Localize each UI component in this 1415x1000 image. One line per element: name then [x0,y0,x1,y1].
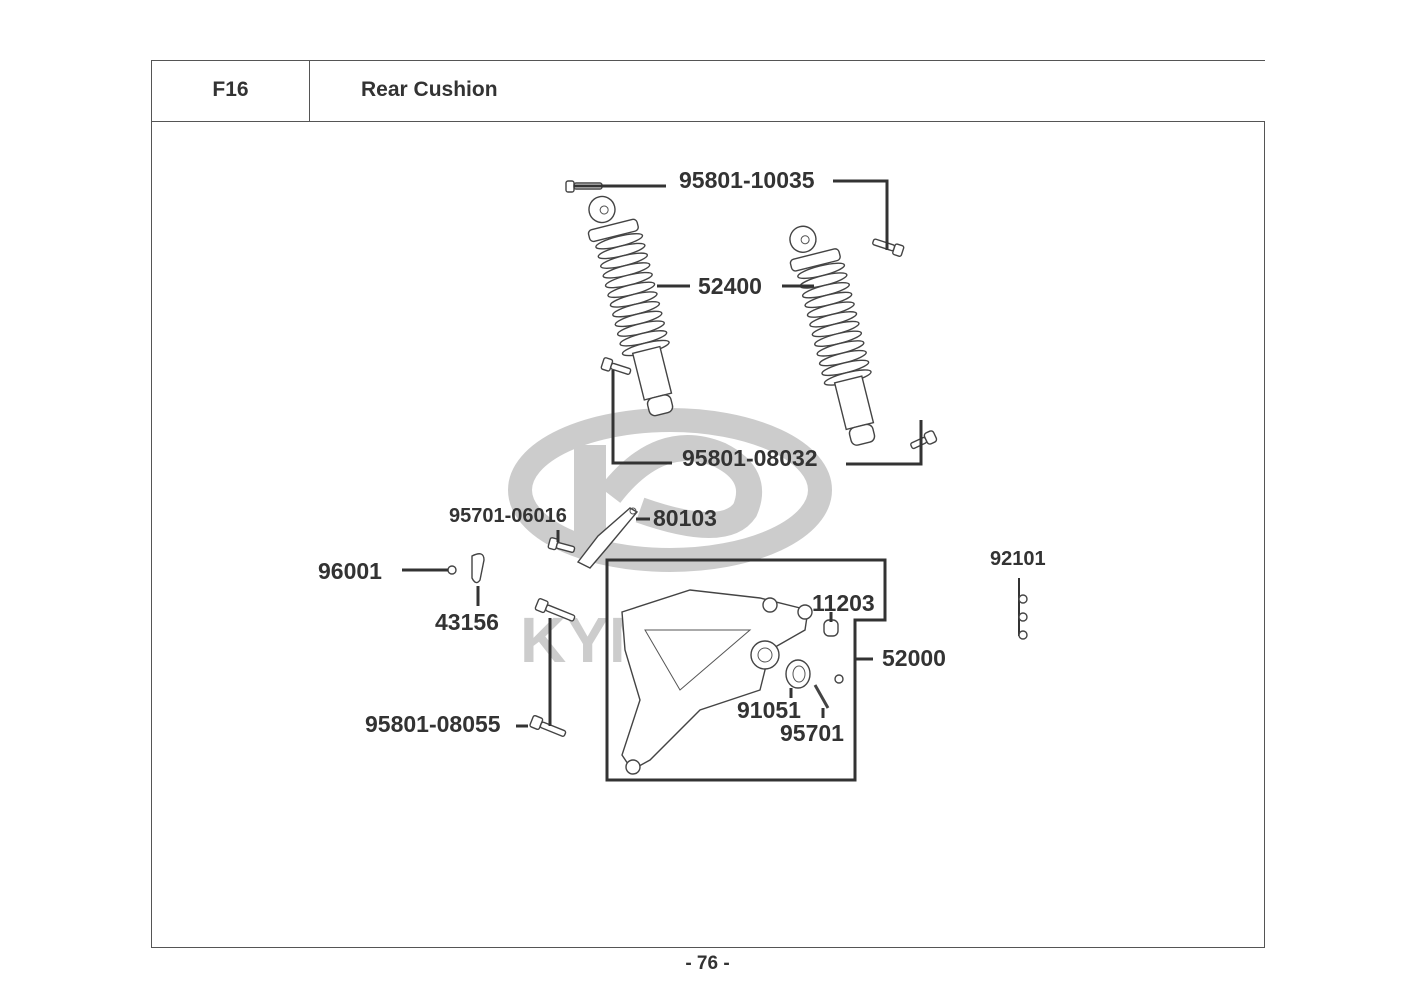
bracket-80103 [576,507,639,569]
shock-absorber-left-drawing [587,195,674,417]
part-label-92101: 92101 [990,548,1046,570]
part-label-95801-10035: 95801-10035 [679,167,815,193]
part-label-91051: 91051 [737,697,801,723]
bolt-95801-08032-right [910,430,938,450]
part-label-11203: 11203 [812,590,875,616]
section-code-cell [151,60,310,122]
part-label-95801-08032: 95801-08032 [682,445,818,471]
bolt-95801-08032-left [600,357,632,375]
collar-11203 [823,619,839,637]
clamp-43156 [471,553,485,584]
bolt-95801-08055-bottom [529,714,567,737]
shock-absorber-right-drawing [789,225,876,446]
diagram-frame [151,121,1265,948]
page-number: - 76 - [685,953,730,974]
leader-lines [402,179,923,728]
part-label-43156: 43156 [435,609,499,635]
section-title: Rear Cushion [361,78,498,101]
part-label-52000: 52000 [882,645,946,671]
bolt-95801-10035-right [872,238,905,257]
part-label-95701: 95701 [780,720,844,746]
rear-fork-drawing [621,589,813,775]
bolt-95801-08055-top [534,598,576,622]
part-label-52400: 52400 [698,273,762,299]
clip-strip-92101 [1018,578,1028,640]
bolt-95701-06016 [547,537,576,553]
assembly-52000-outline [605,558,887,782]
part-label-95801-08055: 95801-08055 [365,711,501,737]
part-label-80103: 80103 [653,505,717,531]
stud-95701 [813,674,844,709]
bolt-96001 [447,565,457,575]
header-top-border [309,60,1265,61]
section-code: F16 [212,78,249,101]
part-label-96001: 96001 [318,558,382,584]
bearing-91051 [785,659,811,689]
part-label-95701-06016: 95701-06016 [449,505,567,527]
